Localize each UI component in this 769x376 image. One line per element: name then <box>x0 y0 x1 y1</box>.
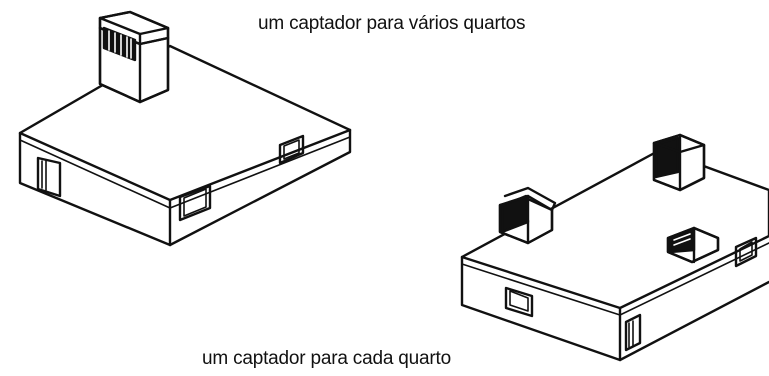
wind-catcher-large <box>98 10 170 104</box>
house-right-window-side <box>734 236 758 268</box>
house-left-window-front <box>178 184 212 222</box>
house-single-catcher <box>18 10 352 247</box>
wind-catcher-small-2 <box>652 133 706 192</box>
house-left-roof-edge <box>19 136 351 209</box>
house-left-window-side <box>278 134 305 165</box>
house-right-roof-edge <box>461 242 769 316</box>
house-right-side-wall <box>618 280 769 362</box>
house-right-window-front <box>504 286 534 318</box>
house-left-front-wall <box>18 131 172 247</box>
caption-catcher-per-room: um captador para cada quarto <box>202 348 451 369</box>
house-right-roof <box>460 148 769 310</box>
caption-single-catcher: um captador para vários quartos <box>258 13 526 34</box>
house-right-door <box>624 313 642 352</box>
wind-catcher-small-1 <box>498 186 557 245</box>
house-multiple-catchers <box>460 133 769 362</box>
wind-catcher-small-3 <box>666 226 720 264</box>
house-left-door <box>36 156 62 198</box>
house-right-front-wall <box>460 255 622 362</box>
